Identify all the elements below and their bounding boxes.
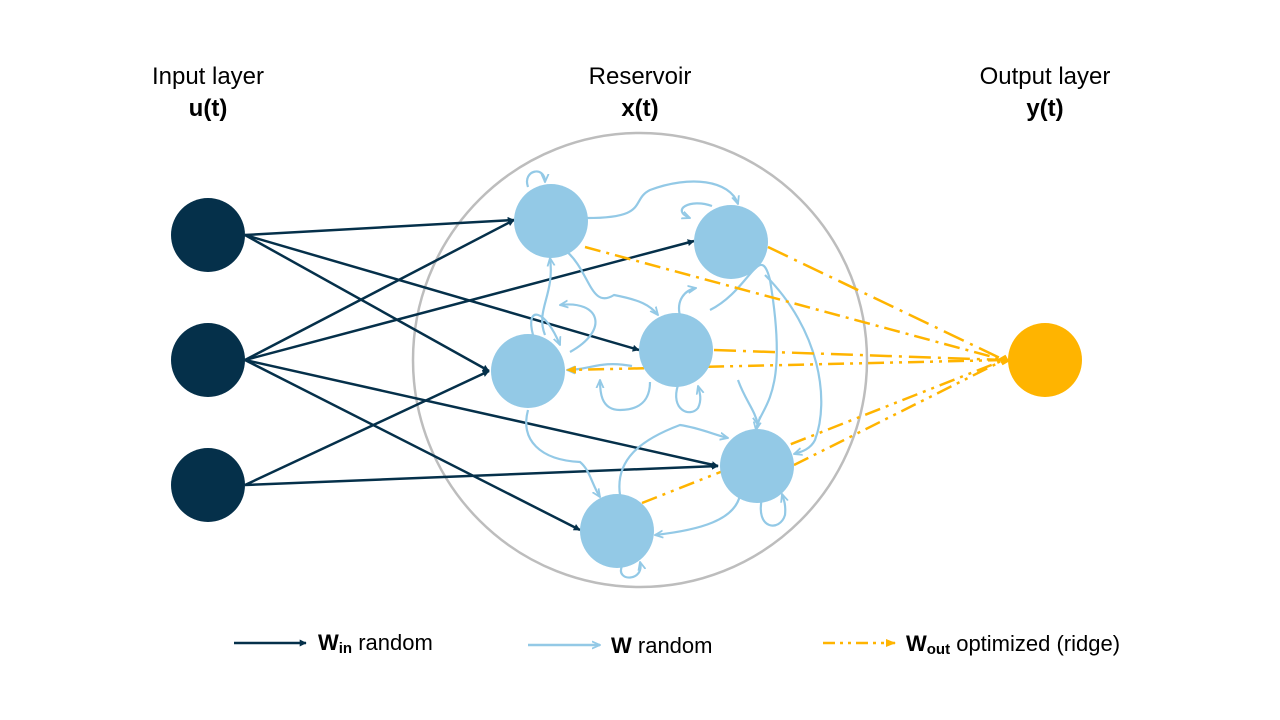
reservoir-node: [720, 429, 794, 503]
input-node: [171, 448, 245, 522]
win-edge: [244, 358, 581, 532]
reservoir-node: [491, 334, 565, 408]
input-node: [171, 323, 245, 397]
reservoir-node: [580, 494, 654, 568]
input-layer-title: Input layer u(t): [88, 61, 328, 125]
w-edge: [564, 249, 658, 315]
input-node: [171, 198, 245, 272]
legend-win-text: random: [352, 630, 433, 655]
w-edge: [560, 304, 597, 353]
legend-wout-subscript: out: [926, 641, 951, 658]
legend-w-symbol: W: [611, 633, 632, 658]
w-edge: [541, 258, 551, 336]
reservoir-nodes: [491, 184, 794, 568]
wout-edge: [767, 245, 1005, 362]
reservoir-variable: x(t): [621, 95, 659, 122]
w-edge: [677, 288, 696, 317]
win-edge: [244, 216, 515, 237]
reservoir-node: [514, 184, 588, 258]
output-weight-edges: [566, 245, 1010, 505]
w-edge: [618, 423, 728, 496]
input-layer-label: Input layer: [151, 63, 265, 90]
w-self-loop: [525, 170, 545, 188]
output-node: [1008, 323, 1082, 397]
w-self-loop: [680, 202, 713, 218]
win-edge: [244, 233, 490, 373]
legend-win: Win random: [318, 629, 433, 663]
reservoir-node: [639, 313, 713, 387]
input-weight-edges: [244, 216, 719, 532]
w-edge: [655, 494, 742, 535]
win-edge: [244, 369, 490, 487]
w-self-loop: [675, 385, 700, 414]
wout-edge: [566, 358, 1005, 374]
reservoir-title: Reservoir x(t): [520, 61, 760, 125]
legend-win-symbol: W: [318, 630, 339, 655]
output-layer-variable: y(t): [1026, 95, 1064, 122]
reservoir-weight-edges: [525, 170, 823, 579]
legend-wout-text: optimized (ridge): [950, 631, 1121, 656]
legend-wout-symbol: W: [906, 631, 927, 656]
win-edge: [244, 239, 695, 362]
reservoir-boundary: [411, 131, 869, 589]
w-edge: [600, 380, 652, 412]
win-edge: [244, 233, 640, 352]
win-edge: [244, 218, 515, 362]
w-self-loop: [619, 562, 641, 579]
wout-edge: [584, 245, 1010, 366]
wout-edge: [793, 358, 1005, 467]
wout-edge: [641, 358, 1005, 505]
w-self-loop: [759, 494, 785, 527]
reservoir-node: [694, 205, 768, 279]
w-edge: [764, 274, 823, 454]
win-edge: [244, 358, 719, 469]
legend-w: W random: [611, 632, 712, 660]
w-edge: [525, 409, 600, 497]
w-self-loop: [530, 313, 560, 345]
reservoir-label: Reservoir: [588, 63, 692, 90]
input-layer-variable: u(t): [188, 95, 228, 122]
legend-w-text: random: [631, 633, 713, 658]
output-layer-title: Output layer y(t): [925, 61, 1165, 125]
legend-win-subscript: in: [338, 640, 353, 657]
w-edge: [586, 180, 738, 220]
input-nodes: [171, 198, 245, 522]
wout-edge: [713, 348, 1005, 362]
legend-wout: Wout optimized (ridge): [906, 630, 1120, 664]
w-edge: [736, 379, 758, 425]
output-layer-label: Output layer: [979, 63, 1111, 90]
win-edge: [244, 462, 719, 487]
